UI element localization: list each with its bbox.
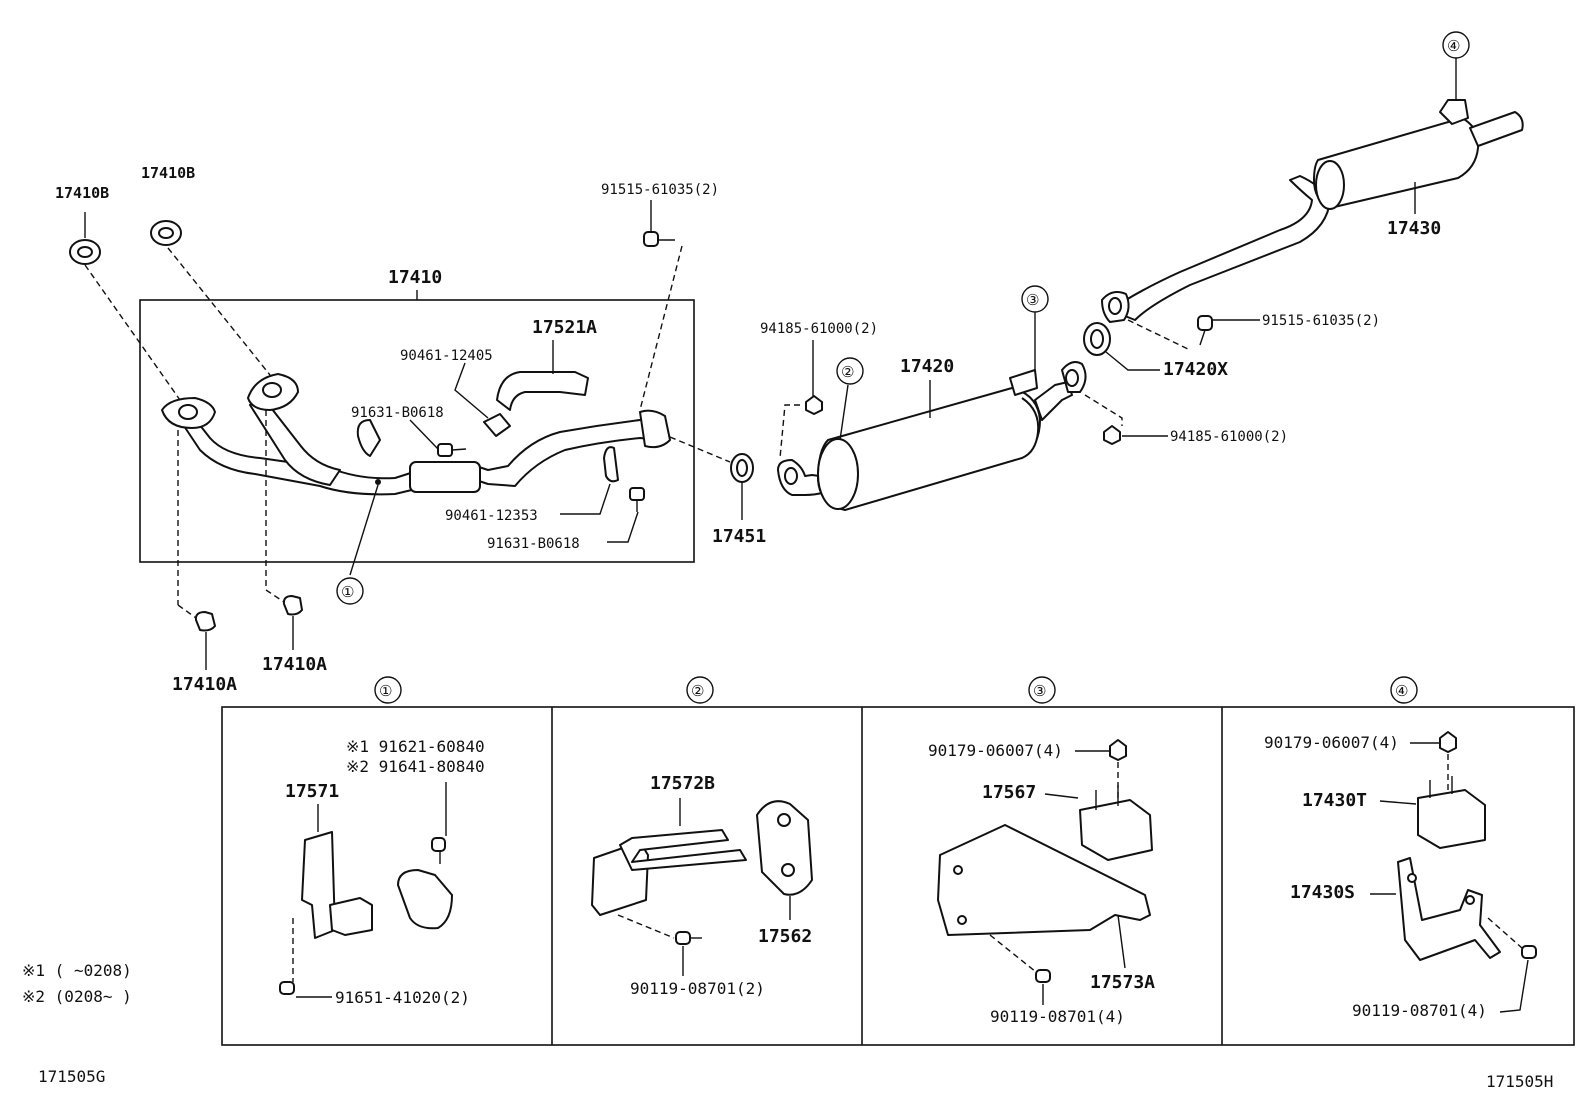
callout-1-ring: [336, 577, 364, 605]
clamp-90461-12353-icon: [603, 446, 619, 483]
insulator-17562-icon: [756, 800, 813, 896]
tail-muffler-17430-icon: [1101, 99, 1524, 323]
label-90179-06007-box4: 90179-06007(4): [1264, 733, 1399, 752]
label-91515-61035-upper: 91515-61035(2): [601, 182, 719, 198]
label-91631-b0618-lower: 91631-B0618: [487, 536, 580, 552]
detail-box-4: ④ 90179-06007(4) 17430T 17430S 90119-087…: [1264, 676, 1537, 1020]
callout-4: ④: [1447, 37, 1460, 55]
label-90119-08701-box2: 90119-08701(2): [630, 979, 765, 998]
detail-3-header: ③: [1033, 682, 1046, 700]
label-17430: 17430: [1387, 218, 1441, 239]
muffler-17420-icon: [777, 361, 1087, 511]
bracket-17571-icon: [301, 831, 373, 939]
detail-1-note2: ※2 91641-80840: [346, 757, 485, 776]
label-94185-61000-right: 94185-61000(2): [1170, 429, 1288, 445]
bracket-17573a-icon: [937, 824, 1151, 936]
detail-frame: [221, 706, 1575, 1046]
detail-2-header: ②: [691, 682, 704, 700]
bolt-91631-upper-icon: [437, 443, 467, 457]
label-90461-12405: 90461-12405: [400, 348, 493, 364]
label-91651-41020: 91651-41020(2): [335, 988, 470, 1007]
nut-17410a-right-icon: [282, 595, 303, 616]
mount-17430t-icon: [1417, 776, 1486, 849]
clamp-91621-icon: [397, 869, 453, 930]
legend-note-1: ※1 ( ~0208): [22, 961, 132, 980]
label-17420x: 17420X: [1163, 359, 1228, 380]
gasket-17410b-left-icon: [69, 239, 101, 265]
detail-box-3: ③ 90179-06007(4) 17567 17573A 90119-0870…: [928, 676, 1155, 1026]
front-pipe-icon: [161, 373, 671, 496]
bolt-90119-box4-icon: [1521, 945, 1537, 959]
label-17410a-left: 17410A: [172, 674, 237, 695]
label-17521a: 17521A: [532, 317, 597, 338]
nut-94185-right-icon: [1103, 425, 1121, 445]
center-muffler-group: 94185-61000(2) 17420 ② ③ 94185-61000(2): [760, 285, 1288, 511]
label-90119-08701-box4: 90119-08701(4): [1352, 1001, 1487, 1020]
label-90119-08701-box3: 90119-08701(4): [990, 1007, 1125, 1026]
nut-94185-left-icon: [805, 395, 823, 415]
label-17420: 17420: [900, 356, 954, 377]
callout-2-ring: [836, 357, 864, 385]
label-17410a-right: 17410A: [262, 654, 327, 675]
nut-90179-box4-icon: [1439, 731, 1457, 753]
diagram-code-left: 171505G: [38, 1067, 105, 1086]
bolt-91515-right-icon: [1197, 315, 1213, 346]
tail-pipe-group: ④ 17430 91515-61035(2): [1101, 31, 1524, 351]
label-91515-61035-right: 91515-61035(2): [1262, 313, 1380, 329]
callout-1: ①: [341, 583, 354, 601]
label-17410b-left: 17410B: [55, 184, 109, 202]
label-17410: 17410: [388, 267, 442, 288]
detail-box-1: ① ※1 91621-60840 ※2 91641-80840 17571 91…: [279, 676, 485, 1007]
detail-1-header: ①: [379, 682, 392, 700]
label-17430s: 17430S: [1290, 882, 1355, 903]
detail-1-note1: ※1 91621-60840: [346, 737, 485, 756]
clip-upper-icon: [356, 419, 381, 457]
label-90179-06007-box3: 90179-06007(4): [928, 741, 1063, 760]
callout-3: ③: [1026, 291, 1039, 309]
bolt-91515-upper-icon: [643, 231, 675, 247]
legend-note-2: ※2 (0208~ ): [22, 987, 132, 1006]
label-17573a: 17573A: [1090, 972, 1155, 993]
heat-insulator-17521a-icon: [496, 371, 589, 411]
detail-box-2: ② 17572B 17562 90119-08701(2): [591, 676, 813, 998]
label-17451: 17451: [712, 526, 766, 547]
detail-4-header: ④: [1395, 682, 1408, 700]
label-17410b-right: 17410B: [141, 164, 195, 182]
mount-17567-icon: [1079, 785, 1153, 861]
hanger-17572b-icon: [591, 829, 747, 916]
label-90461-12353: 90461-12353: [445, 508, 538, 524]
label-17567: 17567: [982, 782, 1036, 803]
bolt-90119-box2-icon: [675, 931, 702, 945]
front-pipe-group: 17410 17410B 17410B: [55, 164, 719, 605]
callout-2: ②: [841, 363, 854, 381]
bolt-91651-icon: [279, 981, 295, 995]
clamp-90461-12405-icon: [483, 413, 511, 437]
gasket-17420x-icon: [1083, 322, 1111, 356]
gasket-17410b-right-icon: [150, 220, 182, 246]
nut-90179-box3-icon: [1109, 739, 1127, 761]
nut-17410a-left-icon: [194, 611, 216, 632]
label-94185-61000-left: 94185-61000(2): [760, 321, 878, 337]
bolt-91631-lower-icon: [629, 487, 645, 512]
label-91631-b0618-upper: 91631-B0618: [351, 405, 444, 421]
gasket-17451-icon: [730, 453, 754, 483]
diagram-code-right: 171505H: [1486, 1072, 1553, 1091]
bolt-90119-box3-icon: [1035, 969, 1051, 983]
label-17430t: 17430T: [1302, 790, 1367, 811]
bracket-17430s-icon: [1397, 857, 1501, 961]
bolt-91621-icon: [431, 837, 446, 864]
label-17572b: 17572B: [650, 773, 715, 794]
label-17562: 17562: [758, 926, 812, 947]
label-17571: 17571: [285, 781, 339, 802]
